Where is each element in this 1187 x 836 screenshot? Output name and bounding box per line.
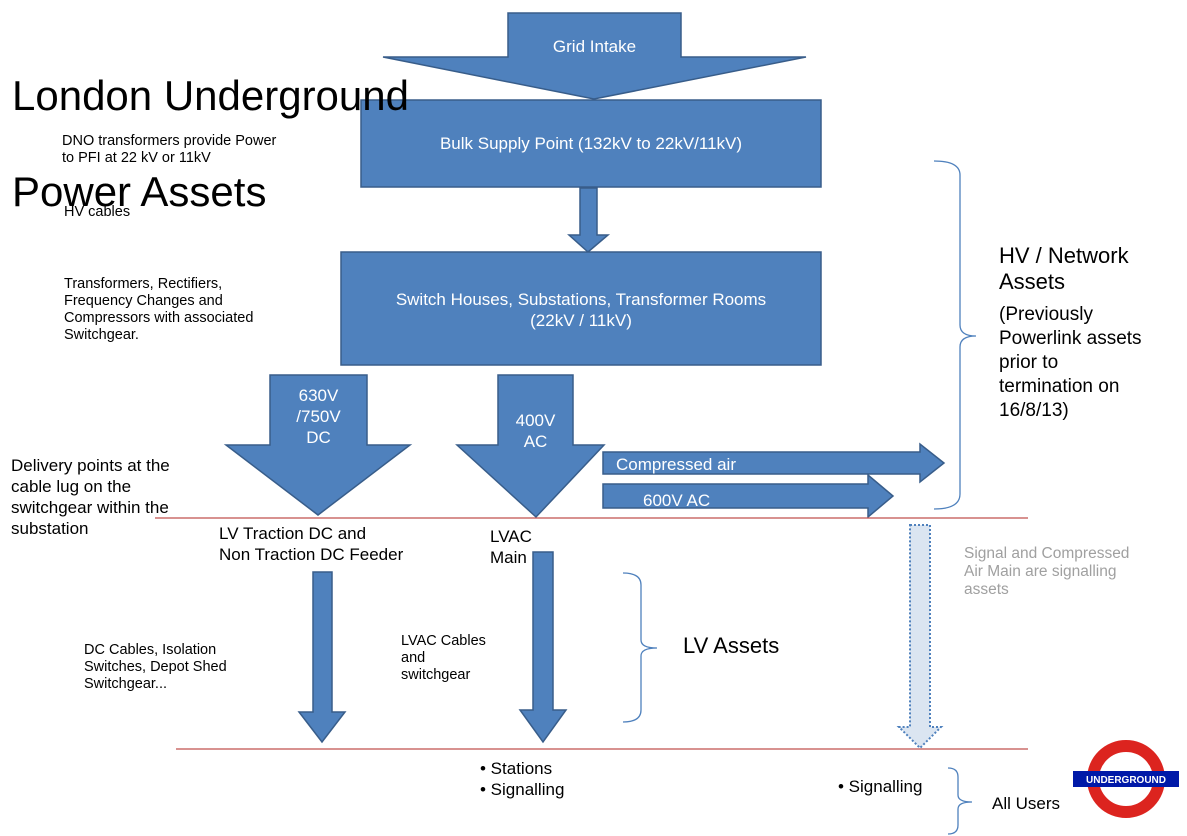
grid-intake-label: Grid Intake [552,37,637,56]
ac600-label: 600V AC [643,491,711,510]
grid-intake-arrow [382,12,807,100]
dc-voltage-label: 630V /750V DC [296,386,341,447]
page-title: London Underground Power Assets [12,24,409,264]
compressed-air-label: Compressed air [616,455,736,474]
lvac-cable-arrow [518,551,568,744]
signal-dotted-arrow [896,524,944,750]
signalling-bullet: • Signalling [838,777,923,796]
logo-text: UNDERGROUND [1086,775,1166,786]
bulk-supply-box [360,99,822,188]
compressed-air-arrow [602,442,946,484]
hv-assets-note: (Previously Powerlink assets prior to te… [999,304,1142,421]
stations-bullets: • Stations • Signalling [480,759,565,799]
lvac-main-label: LVAC Main [490,527,532,567]
transformers-note: Transformers, Rectifiers, Frequency Chan… [64,276,254,343]
all-users-label: All Users [992,794,1061,813]
ac-down-arrow [455,374,606,519]
dno-note: DNO transformers provide Power to PFI at… [62,133,277,166]
bulk-to-switch-arrow [567,187,611,253]
dc-cables-note: DC Cables, Isolation Switches, Depot She… [84,642,227,692]
bulk-supply-label: Bulk Supply Point (132kV to 22kV/11kV) [439,134,743,153]
dc-cable-arrow [297,571,347,744]
hv-assets-label: HV / Network Assets [999,243,1129,294]
lv-bracket [622,572,658,723]
hv-bracket [933,160,977,510]
underground-logo: UNDERGROUND [1073,740,1179,818]
switch-houses-label-2: (22kV / 11kV) [530,311,632,330]
title-line-1: London Underground [12,72,409,119]
dc-down-arrow [223,374,413,516]
hv-cables-note: HV cables [64,204,131,220]
title-line-2: Power Assets [12,168,267,215]
lvac-cables-note: LVAC Cables and switchgear [401,633,486,683]
lv-traction-label: LV Traction DC and Non Traction DC Feede… [219,524,404,564]
switch-houses-box [340,251,822,366]
ac600-arrow [602,473,895,519]
signal-assets-note: Signal and Compressed Air Main are signa… [964,545,1130,598]
delivery-note: Delivery points at the cable lug on the … [11,456,170,538]
switch-houses-label-1: Switch Houses, Substations, Transformer … [395,290,767,309]
all-users-bracket [947,767,973,835]
logo-bar [1073,771,1179,787]
lv-assets-label: LV Assets [683,633,780,658]
ac-voltage-label: 400V AC [515,411,556,451]
